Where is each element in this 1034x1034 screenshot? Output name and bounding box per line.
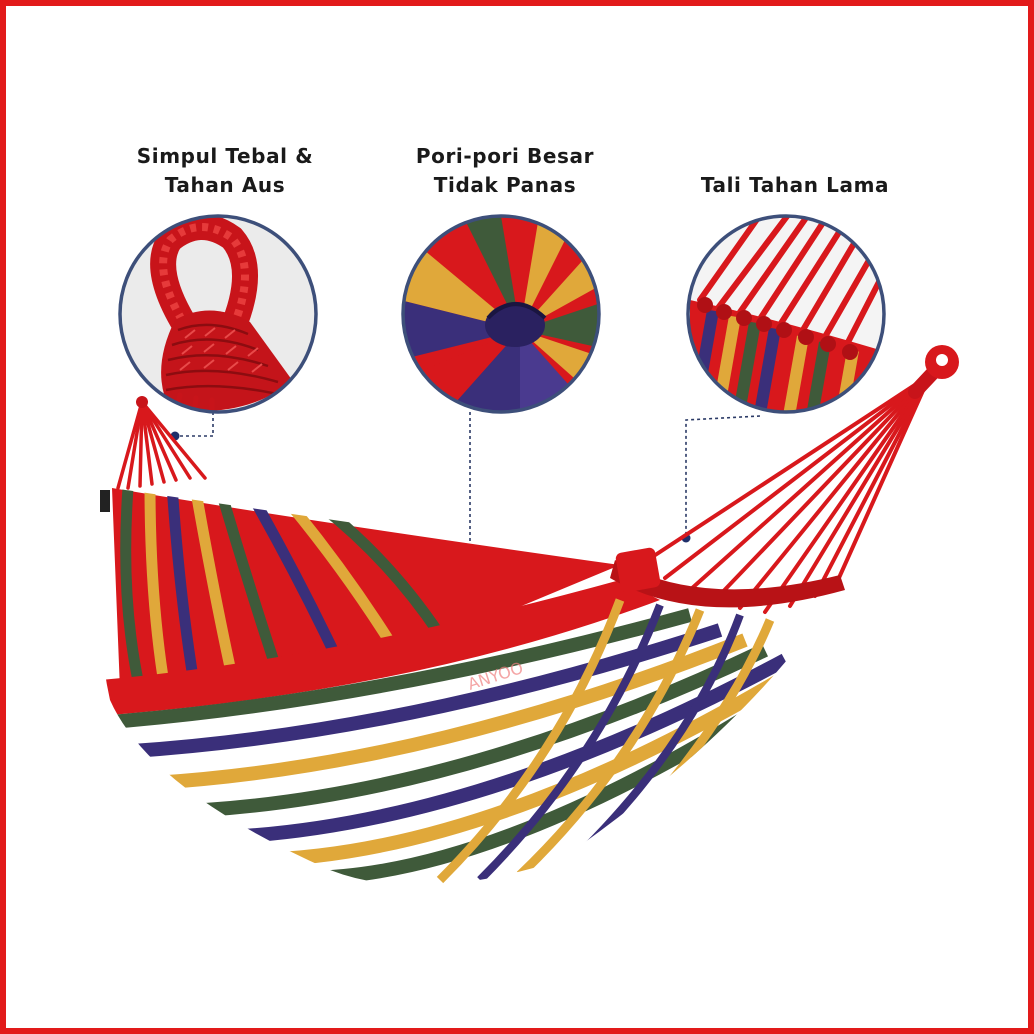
right-end-strings (638, 373, 932, 614)
caption-rope: Tali Tahan Lama (670, 171, 920, 200)
caption-knot-line2: Tahan Aus (164, 173, 286, 197)
hammock: ANYOO (100, 345, 959, 886)
caption-knot-line1: Simpul Tebal & (136, 144, 314, 168)
knot-closeup-circle (118, 214, 318, 414)
caption-rope-line1: Tali Tahan Lama (700, 173, 890, 197)
fabric-closeup-circle (401, 214, 601, 414)
rope-closeup-circle (686, 214, 886, 414)
caption-knot: Simpul Tebal & Tahan Aus (110, 142, 340, 200)
label-tag (100, 490, 110, 512)
left-ring (136, 396, 148, 408)
caption-fabric-line1: Pori-pori Besar (415, 144, 595, 168)
caption-fabric-line2: Tidak Panas (433, 173, 577, 197)
left-end-strings (116, 400, 207, 490)
caption-fabric: Pori-pori Besar Tidak Panas (390, 142, 620, 200)
